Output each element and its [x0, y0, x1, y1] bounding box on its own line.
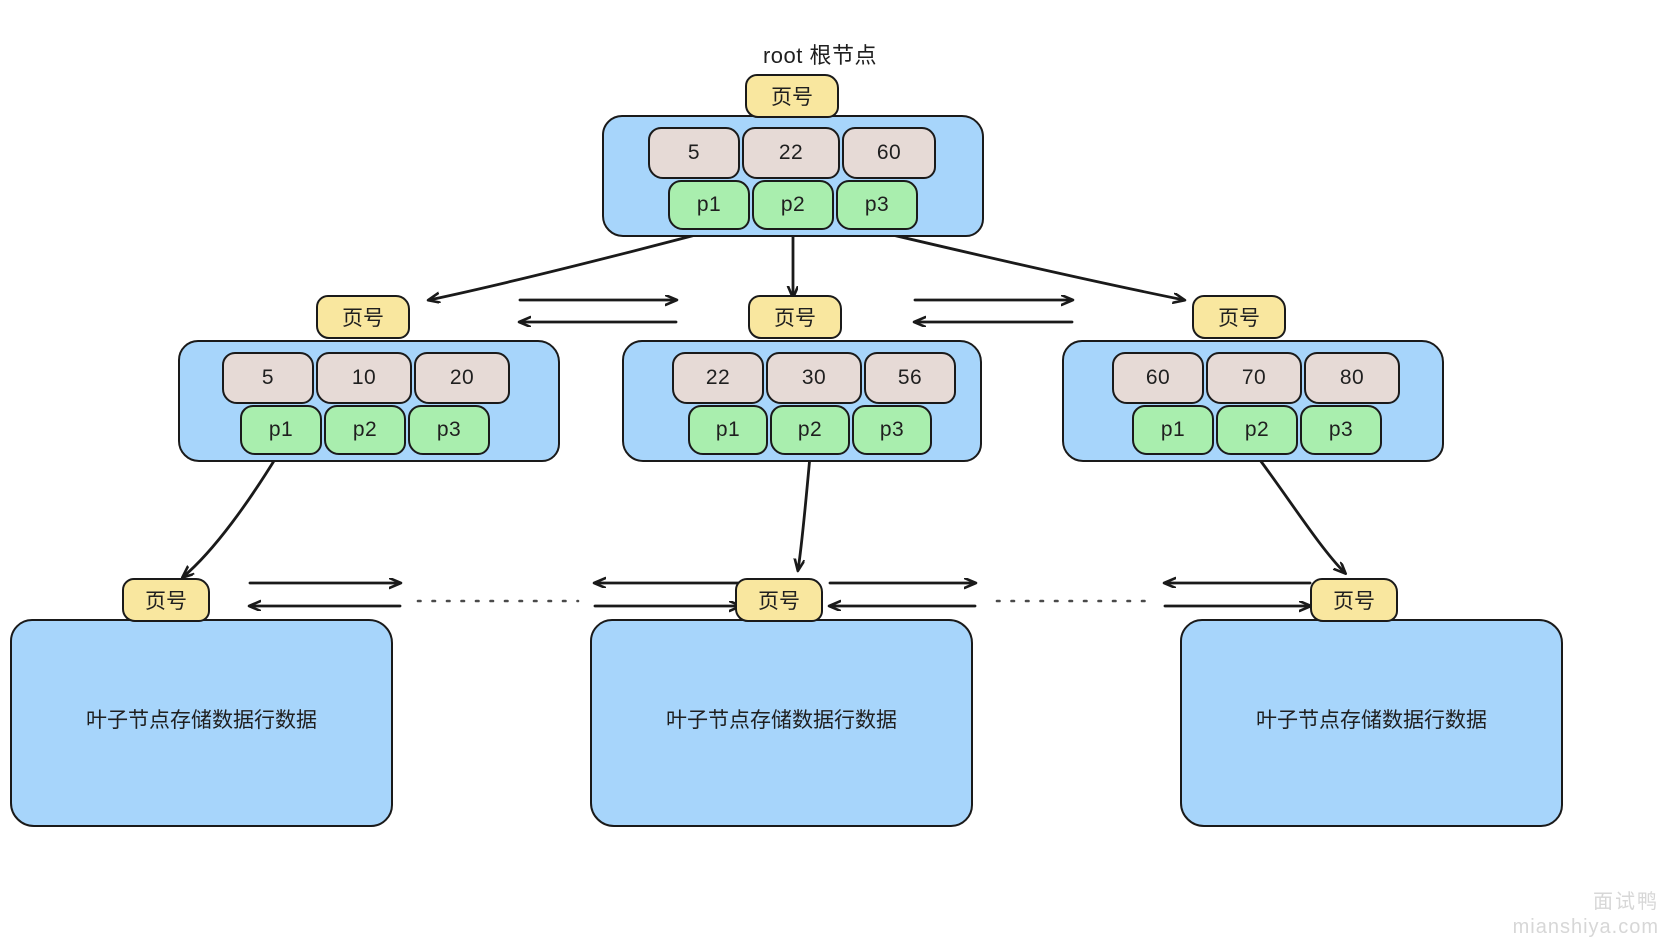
root-key-1[interactable]: 22 — [742, 127, 840, 179]
internal-right-pointer-p2[interactable]: p2 — [1216, 405, 1298, 455]
leaf-right-label: 叶子节点存储数据行数据 — [1256, 709, 1487, 732]
root-pointer-p1[interactable]: p1 — [668, 180, 750, 230]
edge-internal-right-p2-to-leaf-right — [1255, 454, 1345, 573]
edge-root-p3-to-internal-right — [878, 230, 1184, 300]
internal-right-pointer-p3[interactable]: p3 — [1300, 405, 1382, 455]
internal-left-pointer-p3[interactable]: p3 — [408, 405, 490, 455]
page-chip-internal-right[interactable]: 页号 — [1192, 295, 1286, 339]
node-internal-middle[interactable]: 22 30 56 p1 p2 p3 — [622, 340, 982, 462]
root-key-0[interactable]: 5 — [648, 127, 740, 179]
leaf-middle-label: 叶子节点存储数据行数据 — [666, 709, 897, 732]
node-root[interactable]: 5 22 60 p1 p2 p3 — [602, 115, 984, 237]
internal-right-pointer-p1[interactable]: p1 — [1132, 405, 1214, 455]
internal-middle-pointer-p2[interactable]: p2 — [770, 405, 850, 455]
leaf-node-middle[interactable]: 叶子节点存储数据行数据 — [590, 619, 973, 827]
page-chip-internal-middle[interactable]: 页号 — [748, 295, 842, 339]
internal-middle-key-0[interactable]: 22 — [672, 352, 764, 404]
internal-right-key-1[interactable]: 70 — [1206, 352, 1302, 404]
internal-left-pointer-p2[interactable]: p2 — [324, 405, 406, 455]
internal-right-pointers-row: p1 p2 p3 — [1132, 405, 1382, 455]
internal-left-key-0[interactable]: 5 — [222, 352, 314, 404]
leaf-left-label: 叶子节点存储数据行数据 — [86, 709, 317, 732]
internal-middle-key-2[interactable]: 56 — [864, 352, 956, 404]
internal-right-key-2[interactable]: 80 — [1304, 352, 1400, 404]
edge-root-p1-to-internal-left — [429, 230, 709, 300]
page-chip-leaf-right[interactable]: 页号 — [1310, 578, 1398, 622]
node-internal-right[interactable]: 60 70 80 p1 p2 p3 — [1062, 340, 1444, 462]
root-pointers-row: p1 p2 p3 — [668, 180, 918, 230]
internal-right-keys-row: 60 70 80 — [1112, 352, 1400, 404]
internal-left-key-1[interactable]: 10 — [316, 352, 412, 404]
page-chip-root[interactable]: 页号 — [745, 74, 839, 118]
leaf-node-left[interactable]: 叶子节点存储数据行数据 — [10, 619, 393, 827]
watermark-en: mianshiya.com — [1512, 916, 1659, 938]
leaf-node-right[interactable]: 叶子节点存储数据行数据 — [1180, 619, 1563, 827]
internal-middle-pointer-p1[interactable]: p1 — [688, 405, 768, 455]
internal-middle-pointer-p3[interactable]: p3 — [852, 405, 932, 455]
node-internal-left[interactable]: 5 10 20 p1 p2 p3 — [178, 340, 560, 462]
internal-left-pointer-p1[interactable]: p1 — [240, 405, 322, 455]
page-chip-leaf-middle[interactable]: 页号 — [735, 578, 823, 622]
root-pointer-p2[interactable]: p2 — [752, 180, 834, 230]
root-key-2[interactable]: 60 — [842, 127, 936, 179]
page-chip-internal-left[interactable]: 页号 — [316, 295, 410, 339]
edge-internal-middle-p2-to-leaf-middle — [798, 454, 812, 570]
watermark-cn: 面试鸭 — [1593, 891, 1659, 913]
internal-left-keys-row: 5 10 20 — [222, 352, 510, 404]
watermark: 面试鸭 mianshiya.com — [1513, 890, 1659, 940]
internal-left-key-2[interactable]: 20 — [414, 352, 510, 404]
internal-middle-pointers-row: p1 p2 p3 — [688, 405, 932, 455]
internal-right-key-0[interactable]: 60 — [1112, 352, 1204, 404]
root-keys-row: 5 22 60 — [648, 127, 936, 179]
internal-left-pointers-row: p1 p2 p3 — [240, 405, 490, 455]
internal-middle-key-1[interactable]: 30 — [766, 352, 862, 404]
root-pointer-p3[interactable]: p3 — [836, 180, 918, 230]
internal-middle-keys-row: 22 30 56 — [672, 352, 956, 404]
root-title: root 根节点 — [762, 43, 878, 68]
page-chip-leaf-left[interactable]: 页号 — [122, 578, 210, 622]
edge-internal-left-p1-to-leaf-left — [183, 454, 279, 577]
